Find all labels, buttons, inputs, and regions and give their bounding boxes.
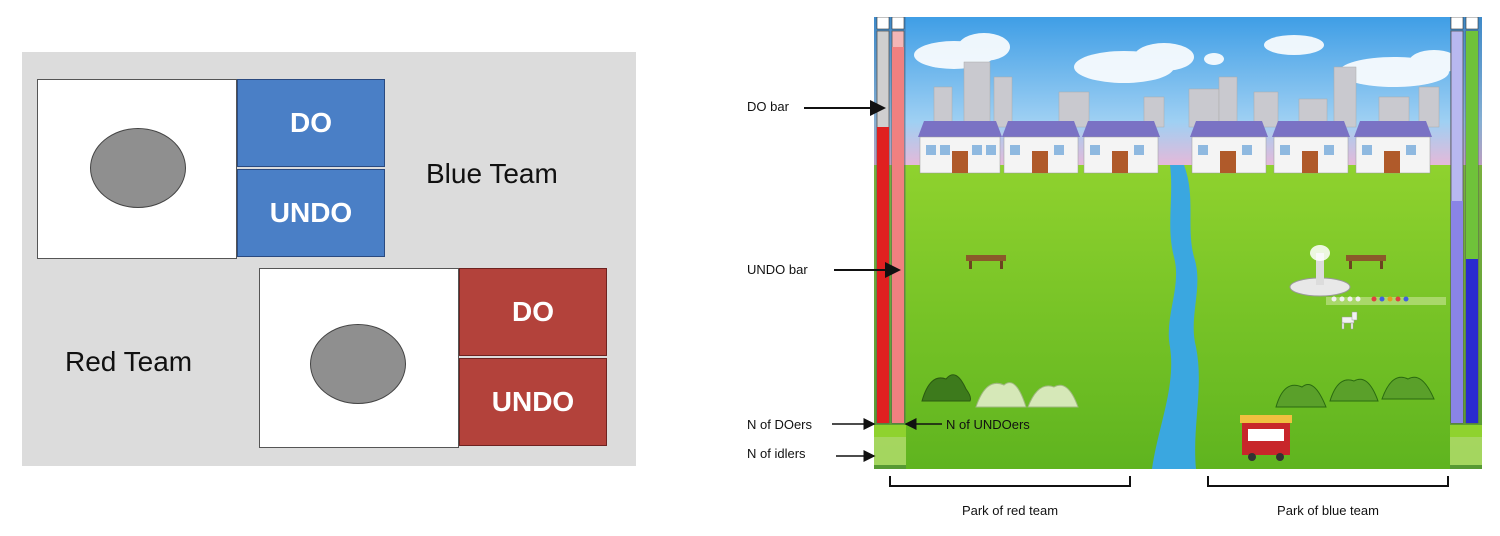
flower-bed <box>1326 296 1446 305</box>
bushes-left <box>921 374 1079 408</box>
team-button-layout-panel: DO UNDO Blue Team DO UNDO Red Team <box>22 52 636 466</box>
blue-do-bar-top-icon <box>1465 17 1479 30</box>
bushes-right <box>1275 376 1435 408</box>
horse-icon <box>1341 311 1358 330</box>
river <box>1152 165 1199 469</box>
blue-undo-bar <box>1450 30 1464 424</box>
houses-left <box>918 121 1160 174</box>
n-doers-annotation: N of DOers <box>747 417 813 432</box>
red-team-token-circle <box>310 324 406 404</box>
blue-do-button[interactable]: DO <box>237 79 385 167</box>
n-idlers-annotation: N of idlers <box>747 446 806 461</box>
red-do-bar <box>876 30 890 424</box>
blue-idlers-counter-box <box>1450 437 1482 465</box>
fountain-icon <box>1289 245 1351 297</box>
do-bar-annotation: DO bar <box>747 99 789 114</box>
red-team-card: DO UNDO <box>259 268 609 448</box>
red-team-label: Red Team <box>65 346 193 377</box>
blue-team-token-circle <box>90 128 186 208</box>
bench-icon <box>966 255 1006 269</box>
n-undoers-annotation: N of UNDOers <box>946 417 1030 432</box>
blue-park-bracket <box>1207 476 1449 487</box>
park-game-scene <box>874 17 1482 469</box>
red-park-label: Park of red team <box>961 503 1059 518</box>
red-team-screen <box>259 268 459 448</box>
food-cart-icon <box>1240 415 1292 461</box>
red-do-bar-top-icon <box>876 17 890 30</box>
blue-team-screen <box>37 79 237 259</box>
blue-team-label: Blue Team <box>426 158 558 189</box>
blue-do-bar <box>1465 30 1479 424</box>
red-idlers-counter-box <box>874 437 906 465</box>
blue-team-card: DO UNDO <box>37 79 387 259</box>
red-undo-button[interactable]: UNDO <box>459 358 607 446</box>
red-doers-counter-box <box>874 425 906 437</box>
blue-park-label: Park of blue team <box>1277 503 1379 518</box>
undo-bar-annotation: UNDO bar <box>747 262 808 277</box>
red-undo-bar <box>891 30 905 424</box>
blue-doers-counter-box <box>1450 425 1482 437</box>
blue-undo-button[interactable]: UNDO <box>237 169 385 257</box>
red-do-button[interactable]: DO <box>459 268 607 356</box>
bench-icon <box>1346 255 1386 269</box>
red-undo-bar-top-icon <box>891 17 905 30</box>
red-park-bracket <box>889 476 1131 487</box>
houses-right <box>1190 121 1432 174</box>
blue-undo-bar-top-icon <box>1450 17 1464 30</box>
